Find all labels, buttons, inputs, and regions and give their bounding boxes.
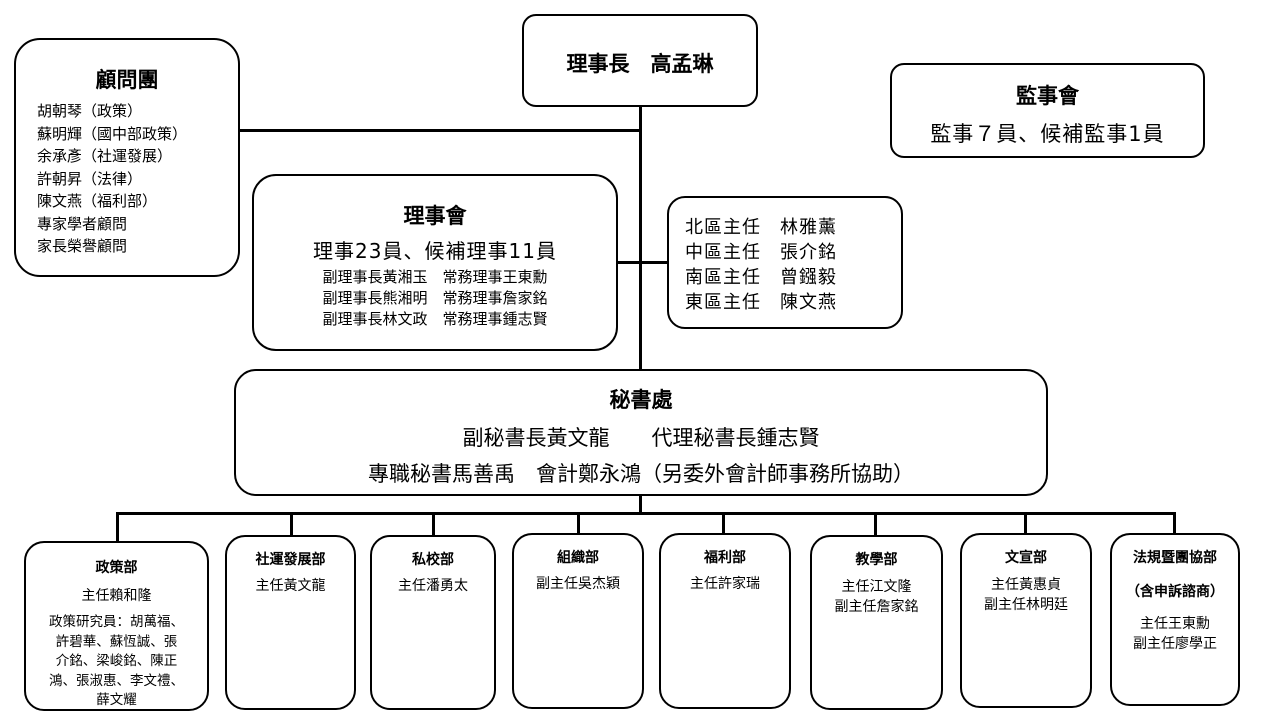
department-line: 主任許家瑞 [690, 576, 760, 592]
department-private-box: 私校部 主任潘勇太 [370, 535, 496, 710]
board-row: 副理事長熊湘明 常務理事詹家銘 [322, 289, 548, 307]
researcher-line: 鴻、張淑惠、李文禮、 [49, 672, 184, 689]
department-organization-box: 組織部 副主任吳杰穎 [512, 533, 644, 709]
advisor-member: 專家學者顧問 [37, 214, 128, 233]
board-title: 理事會 [403, 204, 467, 228]
department-teaching-box: 教學部 主任江文隆 副主任詹家銘 [810, 535, 943, 710]
supervisors-title: 監事會 [1016, 84, 1079, 108]
board-box: 理事會 理事23員、候補理事11員 副理事長黃湘玉 常務理事王東勳 副理事長熊湘… [252, 174, 618, 351]
researcher-line: 薛文耀 [96, 692, 137, 708]
department-line: 主任王東勳 [1140, 616, 1210, 632]
advisor-member: 陳文燕（福利部） [37, 192, 158, 210]
advisors-connector [239, 129, 641, 132]
dept-drop-2 [290, 512, 293, 536]
advisors-list: 胡朝琴（政策） 蘇明輝（國中部政策） 余承彥（社運發展） 許朝昇（法律） 陳文燕… [37, 100, 238, 258]
department-welfare-box: 福利部 主任許家瑞 [659, 533, 791, 709]
department-subtitle: （含申訴諮商） [1126, 584, 1224, 600]
board-row: 副理事長黃湘玉 常務理事王東勳 [322, 268, 548, 286]
advisors-box: 顧問團 胡朝琴（政策） 蘇明輝（國中部政策） 余承彥（社運發展） 許朝昇（法律）… [14, 38, 240, 277]
advisor-member: 許朝昇（法律） [37, 169, 143, 188]
department-line: 主任賴和隆 [81, 588, 152, 604]
chairman-box: 理事長 高孟琳 [522, 14, 758, 107]
department-title: 福利部 [704, 550, 746, 566]
department-social-box: 社運發展部 主任黃文龍 [225, 535, 356, 710]
department-line: 主任黃文龍 [255, 578, 326, 594]
department-line: 副主任吳杰穎 [536, 576, 620, 592]
department-title: 組織部 [557, 550, 599, 566]
department-line: 主任江文隆 [841, 579, 912, 595]
secretariat-stem [639, 495, 642, 513]
department-line: 主任黃惠貞 [991, 577, 1061, 593]
department-line: 主任潘勇太 [398, 578, 468, 594]
regions-box: 北區主任 林雅薰 中區主任 張介銘 南區主任 曾鏹毅 東區主任 陳文燕 [667, 196, 903, 329]
regions-list: 北區主任 林雅薰 中區主任 張介銘 南區主任 曾鏹毅 東區主任 陳文燕 [685, 215, 901, 315]
dept-drop-1 [116, 512, 119, 542]
supervisors-desc: 監事７員、候補監事1員 [930, 122, 1165, 146]
region-row: 中區主任 張介銘 [685, 242, 837, 263]
board-row: 副理事長林文政 常務理事鍾志賢 [322, 310, 548, 328]
department-legal-box: 法規暨團協部 （含申訴諮商） 主任王東勳 副主任廖學正 [1110, 533, 1240, 706]
secretariat-line1: 副秘書長黃文龍 代理秘書長鍾志賢 [462, 426, 820, 450]
department-title: 文宣部 [1005, 550, 1047, 566]
trunk-line [639, 106, 642, 370]
policy-researchers: 政策研究員：胡萬福、 許碧華、蘇恆誠、張 介銘、梁峻銘、陳正 鴻、張淑惠、李文禮… [26, 613, 207, 711]
dept-drop-6 [874, 512, 877, 536]
department-line: 副主任廖學正 [1133, 636, 1217, 652]
region-row: 東區主任 陳文燕 [685, 292, 837, 313]
dept-drop-8 [1173, 512, 1176, 534]
board-desc: 理事23員、候補理事11員 [313, 239, 557, 263]
dept-drop-3 [432, 512, 435, 536]
department-title: 社運發展部 [255, 552, 326, 568]
advisor-member: 胡朝琴（政策） [37, 102, 143, 120]
supervisors-box: 監事會 監事７員、候補監事1員 [890, 63, 1205, 158]
department-publicity-box: 文宣部 主任黃惠貞 副主任林明廷 [960, 533, 1092, 708]
secretariat-box: 秘書處 副秘書長黃文龍 代理秘書長鍾志賢 專職秘書馬善禹 會計鄭永鴻（另委外會計… [234, 369, 1048, 496]
department-title: 教學部 [855, 552, 898, 568]
department-policy-box: 政策部 主任賴和隆 政策研究員：胡萬福、 許碧華、蘇恆誠、張 介銘、梁峻銘、陳正… [24, 541, 209, 711]
board-regions-connector [616, 261, 668, 264]
region-row: 北區主任 林雅薰 [685, 217, 837, 238]
department-title: 法規暨團協部 [1133, 550, 1217, 566]
secretariat-line2: 專職秘書馬善禹 會計鄭永鴻（另委外會計師事務所協助） [368, 462, 914, 486]
researcher-line: 介銘、梁峻銘、陳正 [55, 653, 178, 669]
advisor-member: 蘇明輝（國中部政策） [37, 124, 188, 143]
department-line: 副主任詹家銘 [834, 599, 919, 615]
department-title: 政策部 [95, 560, 138, 576]
departments-bar [116, 512, 1175, 515]
researcher-line: 政策研究員：胡萬福、 [49, 614, 184, 630]
chairman-label: 理事長 高孟琳 [566, 52, 714, 76]
secretariat-title: 秘書處 [609, 388, 673, 412]
region-row: 南區主任 曾鏹毅 [685, 267, 837, 288]
dept-drop-7 [1024, 512, 1027, 534]
advisors-title: 顧問團 [95, 68, 159, 92]
advisor-member: 家長榮譽顧問 [37, 237, 128, 255]
dept-drop-5 [722, 512, 725, 534]
department-line: 副主任林明廷 [984, 597, 1068, 613]
dept-drop-4 [577, 512, 580, 534]
advisor-member: 余承彥（社運發展） [37, 147, 173, 165]
researcher-line: 許碧華、蘇恆誠、張 [55, 633, 178, 650]
department-title: 私校部 [412, 552, 454, 568]
